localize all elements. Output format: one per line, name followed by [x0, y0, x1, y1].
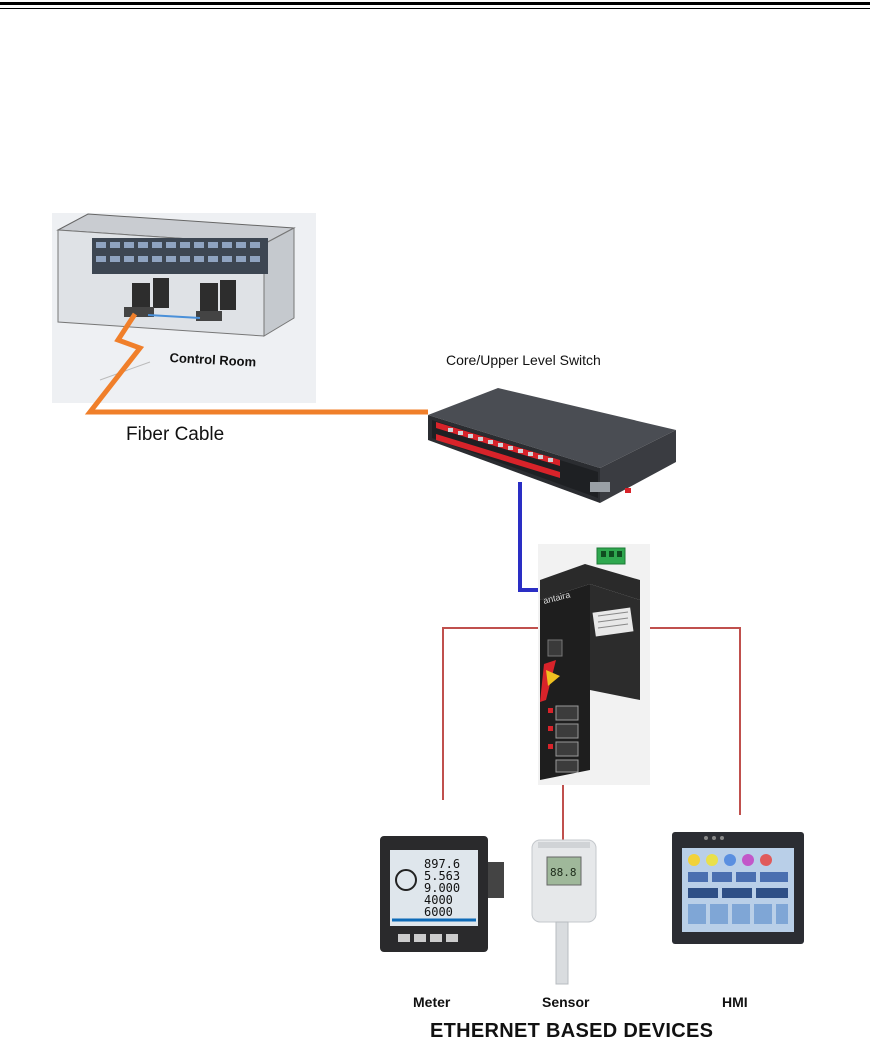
hmi-device-illustration	[672, 832, 804, 944]
hmi-label: HMI	[722, 994, 748, 1010]
meter-readout-5: 6000	[424, 905, 453, 919]
meter-link-line	[442, 627, 538, 800]
meter-readout-1: 897.6	[424, 857, 460, 871]
meter-device-illustration: 897.6 5.563 9.000 4000 6000	[380, 836, 504, 952]
meter-label: Meter	[413, 994, 451, 1010]
core-switch-label: Core/Upper Level Switch	[446, 352, 601, 368]
uplink-cable-line	[518, 482, 538, 592]
sensor-label: Sensor	[542, 994, 590, 1010]
meter-readout-3: 9.000	[424, 881, 460, 895]
ethernet-devices-title: ETHERNET BASED DEVICES	[430, 1020, 714, 1042]
sensor-readout: 88.8	[550, 866, 577, 879]
control-room-illustration	[52, 213, 316, 403]
fiber-cable-line	[84, 312, 428, 415]
sensor-device-illustration: 88.8	[531, 839, 597, 985]
top-rule-thin	[0, 8, 870, 9]
industrial-switch-illustration: antaira	[538, 544, 650, 785]
top-rule-thick	[0, 2, 870, 5]
meter-readout-4: 4000	[424, 893, 453, 907]
meter-readout-2: 5.563	[424, 869, 460, 883]
hmi-link-line	[650, 627, 741, 815]
core-switch-illustration	[428, 388, 676, 503]
fiber-cable-label: Fiber Cable	[126, 424, 225, 445]
